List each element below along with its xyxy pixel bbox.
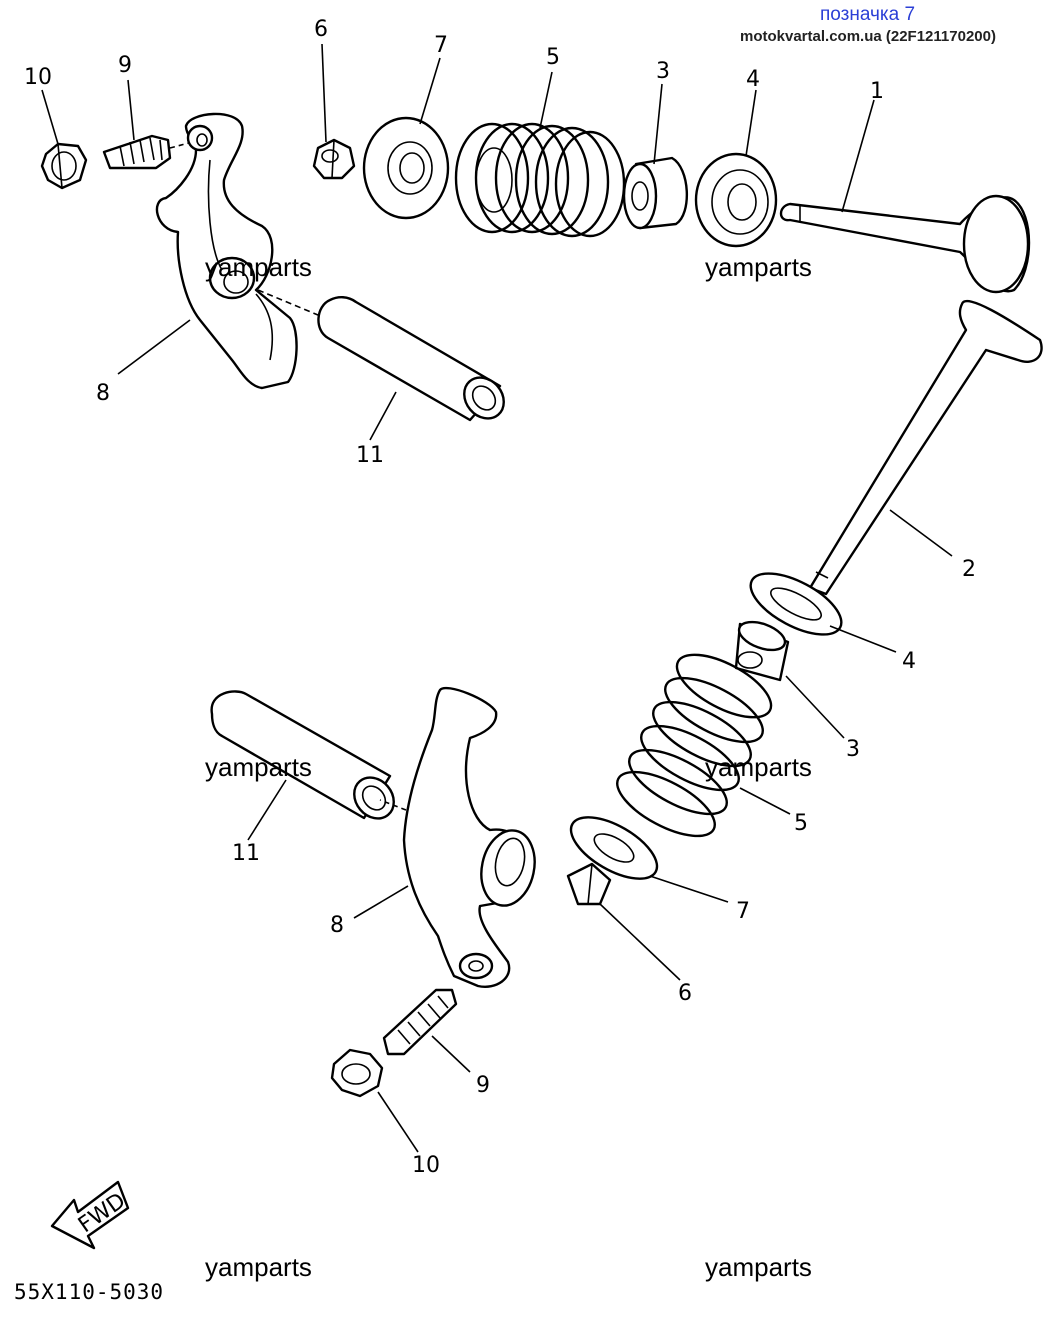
callout-right-7: 7 — [736, 899, 750, 924]
callout-top-5: 5 — [546, 45, 560, 70]
part-spring-seat-top — [694, 152, 778, 248]
callout-top-8: 8 — [96, 381, 110, 406]
part-spring-seat-right — [749, 572, 843, 636]
part-stem-seal-top — [622, 156, 688, 230]
header-source: motokvartal.com.ua (22F121170200) — [740, 28, 996, 45]
part-cotter-top — [312, 138, 356, 180]
part-stem-seal-right — [734, 620, 790, 682]
part-nut-top — [40, 142, 88, 190]
header-mark: позначка 7 — [820, 4, 916, 25]
callout-right-3: 3 — [846, 737, 860, 762]
part-rocker-shaft-bottom — [210, 690, 395, 820]
part-rocker-arm-top — [155, 112, 331, 390]
part-valve-2 — [808, 299, 1043, 596]
part-retainer-right — [569, 816, 659, 880]
callout-right-2: 2 — [962, 557, 976, 582]
callout-right-5: 5 — [794, 811, 808, 836]
callout-top-1: 1 — [870, 79, 884, 104]
part-adjust-screw-bottom — [382, 988, 458, 1056]
callout-right-6: 6 — [678, 981, 692, 1006]
leader-lines — [41, 43, 953, 1153]
part-nut-bottom — [330, 1048, 384, 1098]
part-rocker-arm-bottom — [379, 686, 536, 988]
callout-top-9: 9 — [118, 53, 132, 78]
callout-bottom-11: 11 — [232, 841, 260, 866]
part-valve-spring-right — [616, 653, 773, 838]
watermark: yamparts — [205, 252, 312, 282]
callout-top-3: 3 — [656, 59, 670, 84]
figure-code: 55X110-5030 — [14, 1280, 165, 1304]
callout-top-6: 6 — [314, 17, 328, 42]
part-valve-1 — [779, 194, 1031, 294]
callout-bottom-10: 10 — [412, 1153, 440, 1178]
fwd-arrow-icon: FWD — [50, 1180, 130, 1250]
part-valve-spring-top — [454, 122, 626, 238]
callout-top-10: 10 — [24, 65, 52, 90]
part-rocker-shaft-top — [317, 296, 505, 422]
part-retainer-top — [362, 116, 450, 220]
callout-labels: 10 9 6 7 5 3 4 1 8 11 2 4 3 5 7 6 11 8 9… — [24, 17, 976, 1178]
watermark: yamparts — [705, 252, 812, 282]
watermark: yamparts — [205, 752, 312, 782]
watermark: yamparts — [205, 1252, 312, 1282]
callout-bottom-9: 9 — [476, 1073, 490, 1098]
callout-top-11: 11 — [356, 443, 384, 468]
watermark: yamparts — [705, 1252, 812, 1282]
part-adjust-screw-top — [102, 134, 201, 170]
callout-top-4: 4 — [746, 67, 760, 92]
watermark: yamparts — [705, 752, 812, 782]
callout-right-4: 4 — [902, 649, 916, 674]
callout-top-7: 7 — [434, 33, 448, 58]
callout-bottom-8: 8 — [330, 913, 344, 938]
part-cotter-right — [566, 862, 612, 906]
